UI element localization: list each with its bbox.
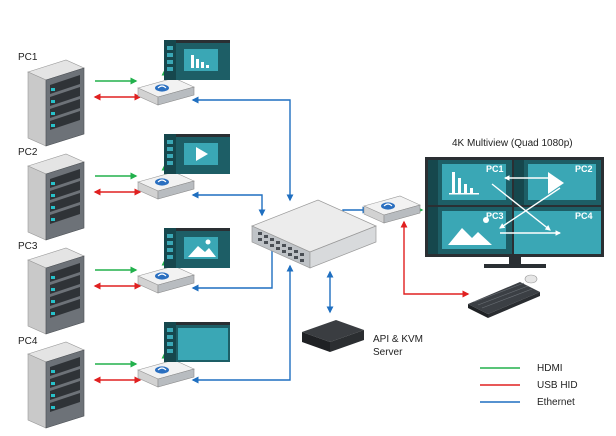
ethernet-link-pc2 — [191, 191, 266, 217]
legend: HDMI USB HID Ethernet — [480, 363, 578, 408]
legend-ethernet-label: Ethernet — [537, 397, 575, 408]
chart-icon — [449, 172, 479, 195]
pc1-monitor — [164, 40, 230, 80]
quadrant-label-pc1: PC1 — [486, 164, 504, 174]
quadrant-label-pc2: PC2 — [575, 164, 593, 174]
network-switch — [251, 199, 377, 269]
chart-icon — [191, 55, 209, 68]
pc4-label: PC4 — [18, 336, 38, 347]
pc3-label: PC3 — [18, 241, 38, 252]
legend-usb-label: USB HID — [537, 380, 578, 391]
ethernet-links — [191, 96, 370, 384]
ethernet-link-pc4 — [191, 264, 294, 384]
multiview-title: 4K Multiview (Quad 1080p) — [452, 138, 573, 149]
quadrant-pc3 — [428, 207, 512, 254]
mouse — [524, 274, 538, 284]
quadrant-pc1 — [428, 160, 512, 205]
pc3-tower — [27, 247, 85, 335]
server-label-line2: Server — [373, 347, 403, 358]
play-icon — [196, 147, 208, 161]
focus-switch-arrows — [491, 175, 562, 236]
kvm-device-pc2 — [137, 171, 195, 200]
quadrant-pc2 — [514, 160, 601, 205]
kvm-device-pc4 — [137, 359, 195, 388]
pc4-tower — [27, 341, 85, 429]
pc2-monitor — [164, 134, 230, 174]
quadrant-label-pc4: PC4 — [575, 211, 593, 221]
server-label-line1: API & KVM — [373, 334, 423, 345]
pc1-tower — [27, 59, 85, 147]
pc2-label: PC2 — [18, 147, 38, 158]
image-icon — [448, 217, 492, 245]
quadrant-label-pc3: PC3 — [486, 211, 504, 221]
usb-links — [93, 93, 470, 384]
pc1-label: PC1 — [18, 52, 38, 63]
image-icon — [188, 239, 216, 257]
kvm-device-pc1 — [137, 77, 195, 106]
pc3-monitor — [164, 228, 230, 268]
multiview-monitor: PC1 PC2 PC3 PC4 — [425, 157, 604, 268]
pc4-monitor — [164, 322, 230, 362]
usb-link-keyboard — [400, 220, 470, 298]
api-kvm-server — [302, 320, 364, 352]
ethernet-link-pc1 — [191, 96, 294, 202]
keyboard — [468, 282, 540, 318]
kvm-device-pc3 — [137, 265, 195, 294]
kvm-device-multiview — [363, 195, 421, 224]
play-icon — [548, 172, 564, 194]
pc2-tower — [27, 153, 85, 241]
legend-hdmi-label: HDMI — [537, 363, 563, 374]
